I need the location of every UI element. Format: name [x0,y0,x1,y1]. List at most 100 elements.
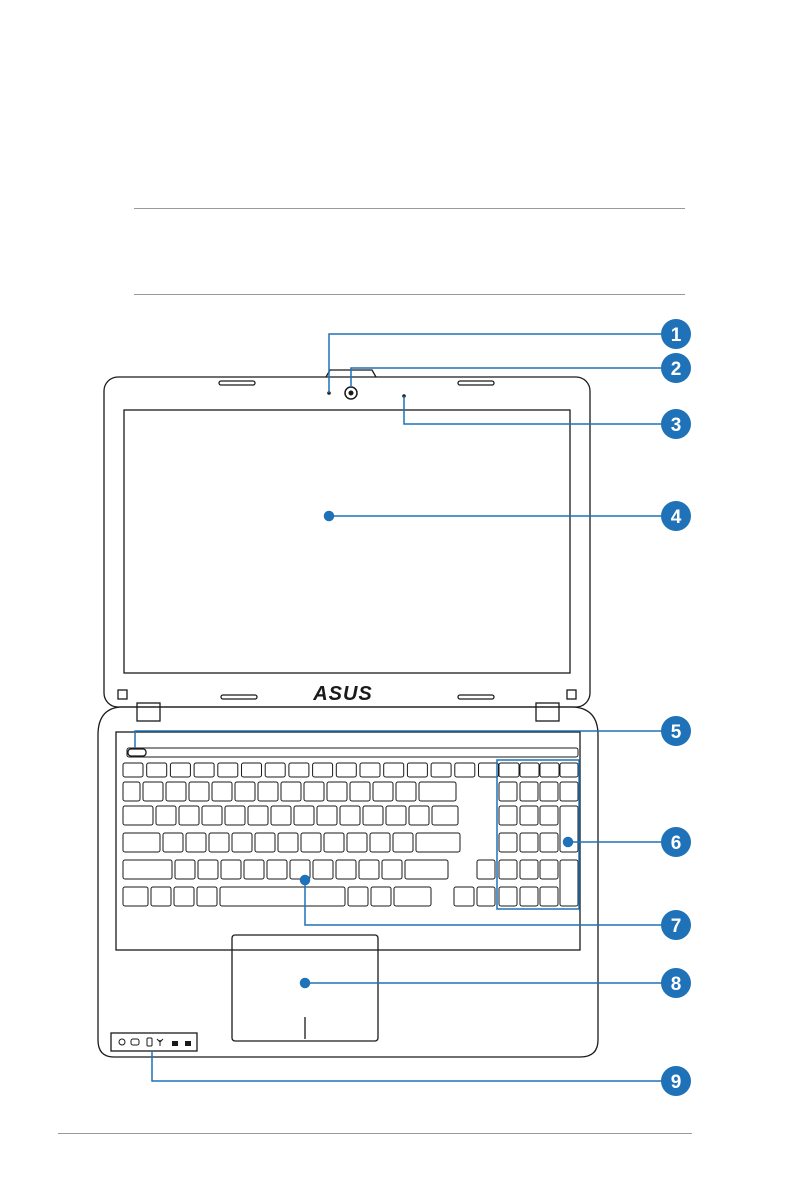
key [499,763,519,777]
key [540,782,558,801]
callout-line [329,334,668,393]
key [340,806,360,825]
key [278,833,298,852]
key [156,806,176,825]
key [520,833,538,852]
key [327,782,347,801]
key [416,833,460,852]
key [151,887,171,906]
lid-bumper-bottom-left [221,695,257,699]
key [520,860,538,879]
key [540,806,558,825]
key [560,860,578,906]
key [520,806,538,825]
key [244,860,264,879]
lid-bumper-top-left [219,381,255,385]
power-key-strip [127,748,578,757]
key [175,860,195,879]
display-bezel [104,377,590,707]
drive-activity-icon [147,1038,152,1046]
key [360,763,380,777]
key [186,833,206,852]
key [194,763,214,777]
key [540,833,558,852]
key [499,860,517,879]
key [560,763,578,777]
callout-number: 9 [671,1072,682,1093]
key [370,833,390,852]
bezel-square-left [118,690,127,699]
key [396,782,416,801]
indicator-icons [119,1038,191,1046]
battery-indicator-icon [131,1039,139,1045]
key [409,806,429,825]
callout-dot [564,838,573,847]
key [271,806,291,825]
key [499,887,517,906]
caps-lock-icon [172,1041,178,1046]
power-indicator-icon [119,1039,125,1045]
key [235,782,255,801]
key [540,860,558,879]
key [499,806,517,825]
key [560,782,578,801]
key [123,806,153,825]
webcam-lens [349,391,354,396]
key [163,833,183,852]
key [393,833,413,852]
key [499,833,517,852]
hinge-left [137,703,160,721]
key [174,887,194,906]
key [373,782,393,801]
number-lock-icon [185,1041,191,1046]
key [405,860,448,879]
keyboard [123,748,579,909]
key [197,887,217,906]
key [123,860,172,879]
key [179,806,199,825]
callout-number: 4 [671,507,682,528]
key [304,782,324,801]
key [394,887,431,906]
callout-number: 8 [671,974,682,995]
key [431,763,451,777]
key [382,860,402,879]
key [455,763,475,777]
key [281,782,301,801]
key [313,860,333,879]
callout-number: 2 [671,359,682,380]
key [301,833,321,852]
key [267,860,287,879]
key [123,833,160,852]
key [477,860,495,879]
key [384,763,404,777]
key [350,782,370,801]
brand-logo: ASUS [312,683,373,705]
key [209,833,229,852]
key [371,887,391,906]
indicator-panel [111,1033,197,1051]
footer-rule [58,1133,692,1134]
key [499,782,517,801]
key [248,806,268,825]
lid-bumper-top-right [458,381,494,385]
key [432,806,458,825]
key [225,806,245,825]
key [479,763,499,777]
callout-number: 7 [671,916,682,937]
key [143,782,163,801]
display-screen [124,410,570,673]
key [189,782,209,801]
key [212,782,232,801]
key [313,763,333,777]
key [347,833,367,852]
key [147,763,167,777]
key [255,833,275,852]
key [419,782,456,801]
key [477,887,495,906]
callout-number: 5 [671,722,682,743]
callout-dot [301,979,310,988]
key [123,763,143,777]
